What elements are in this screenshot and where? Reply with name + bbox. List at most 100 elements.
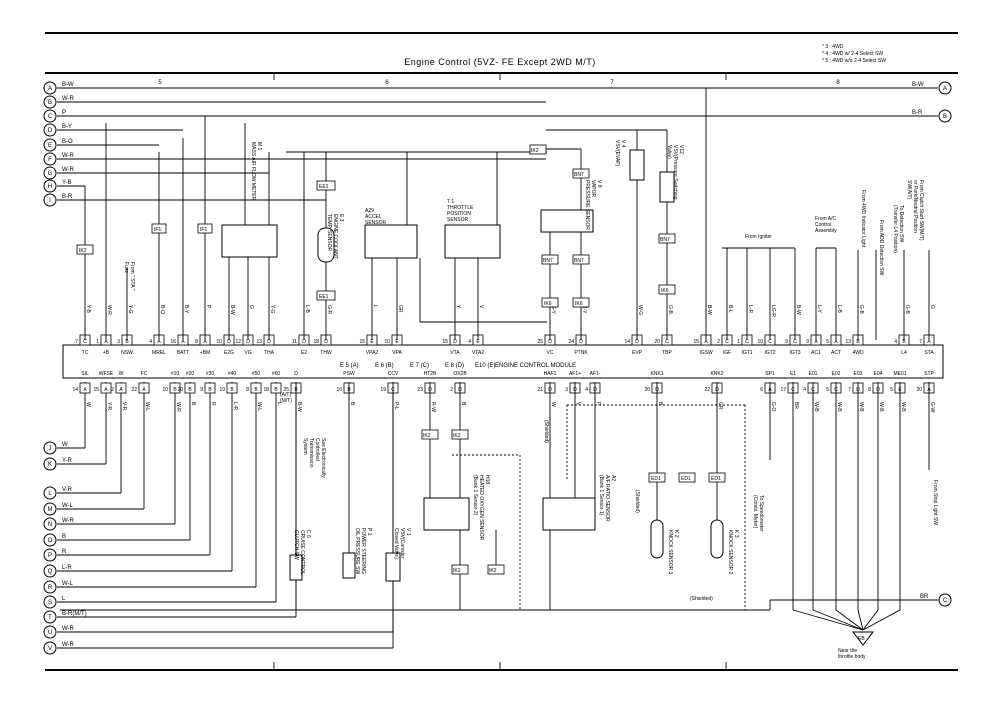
svg-text:From Clutch Start SW(M/T)or Pa: From Clutch Start SW(M/T)or Park/Neutral… <box>906 180 924 241</box>
left-node-circle <box>43 441 57 455</box>
pin-wire-color: W-B <box>813 402 819 412</box>
left-node-circle <box>43 193 57 207</box>
pin-connector-letter-text: E <box>370 339 374 345</box>
pin-name: KNK1 <box>650 371 663 377</box>
pin-number: 4 <box>149 339 152 345</box>
svg-text:From Igniter: From Igniter <box>745 234 772 240</box>
pin-wire-color: GR <box>717 402 723 410</box>
pin-name: VC <box>547 350 554 356</box>
pin-name: WFSE <box>99 371 114 377</box>
left-node-label: I <box>49 198 51 204</box>
pin-number: 9 <box>806 339 809 345</box>
left-node-wire-label: W <box>62 442 68 448</box>
svg-text:BN7: BN7 <box>574 258 584 264</box>
pin-connector-letter-text: B <box>173 387 177 393</box>
from-sta-fuse: From " STA "Fuse <box>123 262 135 340</box>
pin-wire-color: G <box>929 305 935 309</box>
pin-wire-color: V <box>478 305 484 309</box>
pin-wire-color: Y-R <box>106 402 112 411</box>
svg-text:ED1: ED1 <box>651 476 661 482</box>
svg-text:(Shielded): (Shielded) <box>543 420 549 443</box>
left-node-wire-label: B <box>62 534 66 540</box>
pin-wire-color: B <box>657 402 663 406</box>
pin-wire-color: L <box>372 305 378 308</box>
left-node-circle <box>43 595 57 609</box>
pin-connector-letter-text: A <box>814 339 818 345</box>
pin-wire-color: G-Y <box>550 305 556 315</box>
pin-connector-letter-text: A <box>834 339 838 345</box>
from-4wd-light: From 4WD Indicator Light <box>857 190 866 340</box>
pin-name: HT2B <box>424 371 437 377</box>
left-node-circle <box>43 580 57 594</box>
svg-text:IK2: IK2 <box>423 433 431 439</box>
to-detection-sw: To Detection SW(Transfer L4 Position) <box>892 205 905 340</box>
pin-number: 25 <box>537 339 543 345</box>
pin-number: 4 <box>585 387 588 393</box>
pin-wire-color: B <box>460 402 466 406</box>
left-node-circle <box>43 610 57 624</box>
svg-text:A: A <box>943 86 947 92</box>
svg-text:EE1: EE1 <box>319 184 329 190</box>
svg-text:EE1: EE1 <box>319 294 329 300</box>
pin-wire-color: L-B <box>836 305 842 313</box>
pin-name: AC1 <box>811 350 821 356</box>
pin-connector-letter-text: A <box>119 387 123 393</box>
pin-connector-letter-text: A <box>104 339 108 345</box>
pin-wire-color: W <box>85 402 91 407</box>
ecm-body <box>62 344 944 379</box>
left-node-circle <box>43 564 57 578</box>
pin-number: 5 <box>890 387 893 393</box>
svg-text:IK6: IK6 <box>575 301 583 307</box>
svg-text:6: 6 <box>385 80 389 86</box>
pin-connector-letter-text: B <box>254 387 258 393</box>
pin-wire-color: B-W <box>795 305 801 315</box>
pin-number: 15 <box>93 387 99 393</box>
pin-wire-color: R-Y <box>581 305 587 314</box>
pin-name: ME01 <box>893 371 906 377</box>
pin-name: SP1 <box>765 371 775 377</box>
pin-connector-letter-text: A <box>104 387 108 393</box>
left-node-circle <box>43 502 57 516</box>
pin-connector-letter-text: B <box>274 387 278 393</box>
svg-text:E 7 (C): E 7 (C) <box>410 363 429 369</box>
pin-wire-color: BR <box>793 402 799 409</box>
pin-wire-color: W-B <box>900 402 906 412</box>
pin-name: NSW <box>121 350 133 356</box>
pin-wire-color: W-B <box>836 402 842 412</box>
left-node-label: P <box>48 553 52 559</box>
pin-connector-letter-text: D <box>324 339 328 345</box>
pin-wire-color: G <box>248 305 254 309</box>
left-node-label: L <box>48 491 52 497</box>
svg-text:From Stop Light SW: From Stop Light SW <box>932 480 938 525</box>
right-node-b: B B-R <box>60 109 952 123</box>
pin-name: #60 <box>272 371 281 377</box>
pin-name: IGT1 <box>741 350 752 356</box>
svg-text:IK6: IK6 <box>544 301 552 307</box>
pin-number: 13 <box>256 339 262 345</box>
pin-wire-color: G-O <box>770 402 776 412</box>
pin-number: 15 <box>442 339 448 345</box>
svg-text:ED1: ED1 <box>711 476 721 482</box>
pin-number: 3 <box>565 387 568 393</box>
svg-text:P 1POWER STEERINGOIL PRESSURE: P 1POWER STEERINGOIL PRESSURE SW <box>354 528 372 574</box>
left-node-label: M <box>48 507 53 513</box>
pin-name: MREL <box>152 350 166 356</box>
svg-text:To Speedometer(Combi. Meter): To Speedometer(Combi. Meter) <box>752 495 764 532</box>
left-node-label: H <box>48 184 52 190</box>
e3-coolant-temp-sensor: EE1 EE1 E 3ENGINE COOLANTTEMP. SENSOR <box>303 152 344 340</box>
svg-text:From " STA "Fuse: From " STA "Fuse <box>123 262 135 291</box>
p1-power-steering-sw: P 1POWER STEERINGOIL PRESSURE SW <box>342 382 372 579</box>
pin-number: 19 <box>380 387 386 393</box>
right-node-a: A B-W <box>700 81 952 95</box>
pin-number: 23 <box>417 387 423 393</box>
left-node-label: F <box>48 157 52 163</box>
if1-connectors: IF1 IF1 <box>151 116 213 340</box>
pin-connector-letter-text: D <box>227 339 231 345</box>
pin-number: 9 <box>200 387 203 393</box>
pin-name: #50 <box>252 371 261 377</box>
pin-number: 22 <box>704 387 710 393</box>
pin-wire-color: Y <box>455 305 461 309</box>
